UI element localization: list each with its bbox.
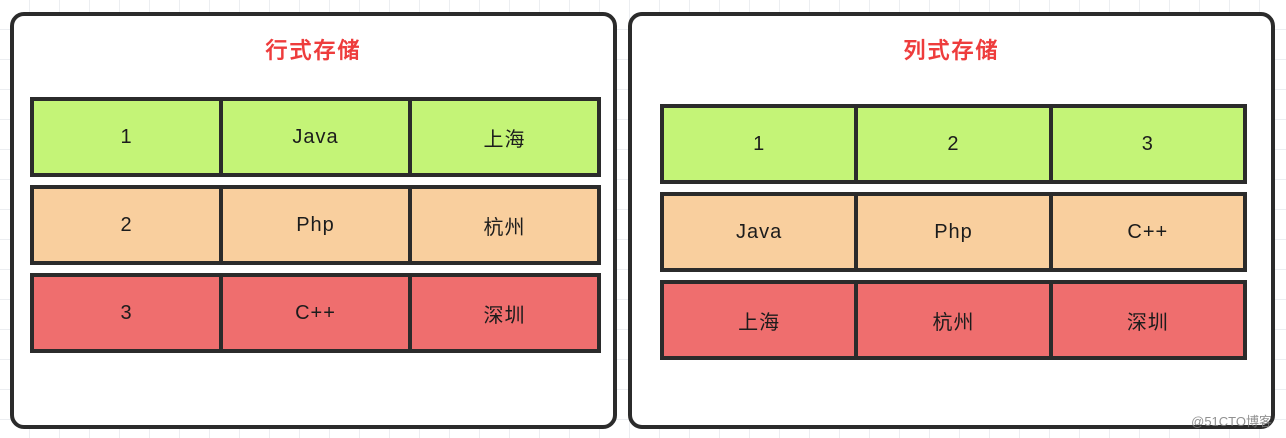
column-store-table: 1 2 3 Java Php C++ 上海 杭州 深圳 [660,104,1247,360]
panel-column-store-title: 列式存储 [903,38,1000,63]
table-cell: 上海 [412,101,597,173]
table-row: Java Php C++ [660,192,1247,272]
table-cell: 1 [34,101,223,173]
table-row: 2 Php 杭州 [30,185,601,265]
panel-column-store: 列式存储 1 2 3 Java Php C++ 上海 杭州 深圳 [628,12,1275,429]
table-cell: C++ [1052,196,1243,268]
table-cell: 3 [1052,108,1243,180]
table-cell: 2 [34,189,223,261]
table-row: 1 2 3 [660,104,1247,184]
table-cell: Php [223,189,412,261]
table-cell: 3 [34,277,223,349]
table-cell: 深圳 [1052,284,1243,356]
watermark: @51CTO博客 [1191,414,1272,429]
table-cell: Java [223,101,412,173]
table-row: 上海 杭州 深圳 [660,280,1247,360]
table-row: 1 Java 上海 [30,97,601,177]
table-cell: Java [664,196,859,268]
panel-row-store-title: 行式存储 [265,38,362,63]
panel-row-store: 行式存储 1 Java 上海 2 Php 杭州 3 C++ 深圳 [10,12,617,429]
table-row: 3 C++ 深圳 [30,273,601,353]
table-cell: 2 [858,108,1053,180]
table-cell: Php [858,196,1053,268]
row-store-table: 1 Java 上海 2 Php 杭州 3 C++ 深圳 [30,97,601,353]
table-cell: C++ [223,277,412,349]
table-cell: 上海 [664,284,859,356]
table-cell: 深圳 [412,277,597,349]
table-cell: 1 [664,108,859,180]
table-cell: 杭州 [858,284,1053,356]
table-cell: 杭州 [412,189,597,261]
